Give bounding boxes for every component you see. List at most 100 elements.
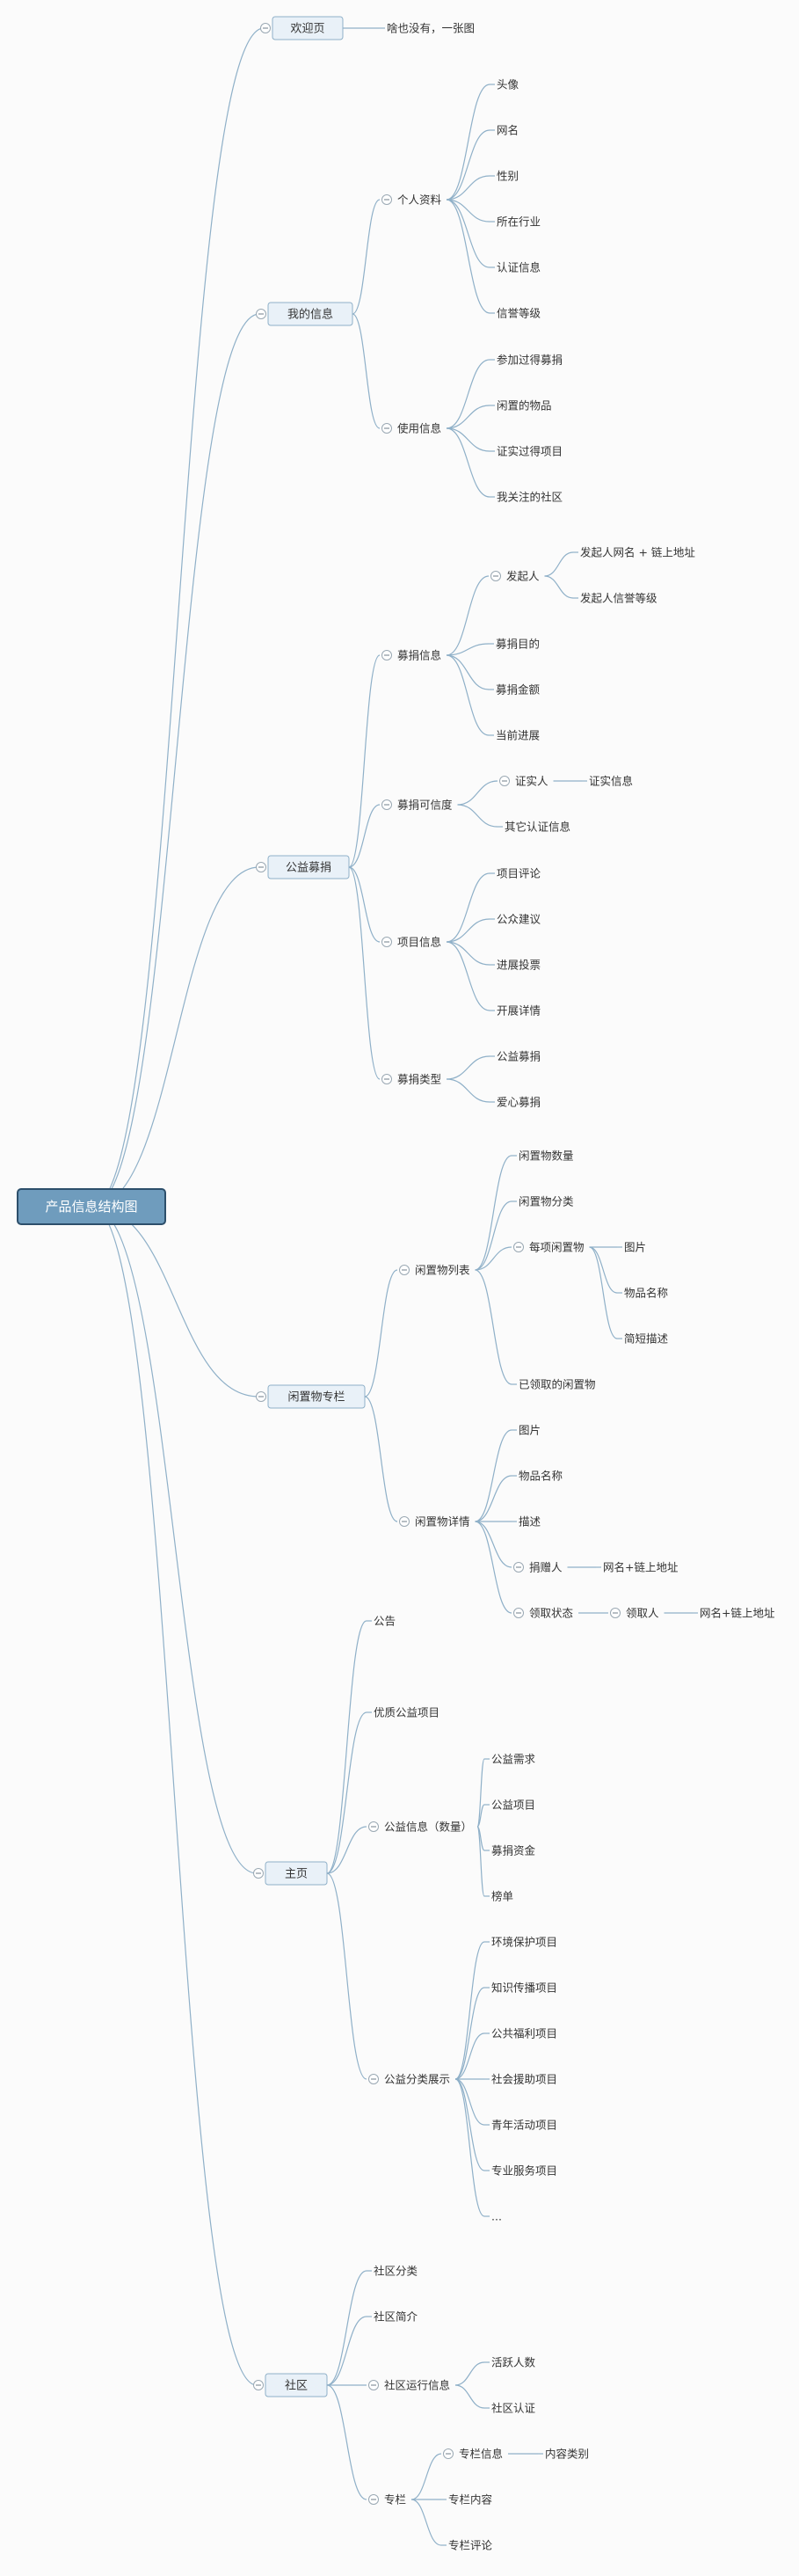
connector	[446, 918, 490, 943]
connector	[454, 2078, 485, 2126]
connector	[476, 1826, 485, 1897]
collapse-toggle[interactable]	[368, 2380, 379, 2390]
collapse-toggle[interactable]	[399, 1516, 410, 1527]
collapse-toggle[interactable]	[490, 571, 501, 581]
topic-1-0-4: 认证信息	[497, 261, 541, 274]
branch-node-1[interactable]: 我的信息	[267, 302, 353, 326]
topic-1-0-0: 头像	[497, 78, 519, 91]
connector	[326, 1872, 367, 2080]
topic-5-3: 专栏	[384, 2493, 406, 2507]
connector	[326, 2270, 367, 2386]
topic-3-1-2: 描述	[519, 1515, 541, 1529]
connector	[364, 1269, 398, 1397]
topic-4-3-6: ...	[491, 2210, 502, 2223]
connector	[454, 2078, 485, 2217]
branch-node-2[interactable]: 公益募捐	[267, 855, 350, 879]
collapse-toggle[interactable]	[443, 2448, 454, 2459]
branch-node-3[interactable]: 闲置物专栏	[267, 1384, 366, 1409]
connector	[476, 1804, 485, 1828]
topic-5-3-1: 专栏内容	[448, 2493, 492, 2507]
connector	[446, 941, 490, 1011]
topic-5-2-1: 社区认证	[491, 2402, 536, 2415]
connector	[454, 2384, 485, 2409]
topic-5-1: 社区简介	[374, 2310, 418, 2324]
collapse-toggle[interactable]	[399, 1265, 410, 1275]
connector	[326, 1711, 367, 1874]
collapse-toggle[interactable]	[381, 423, 392, 434]
connector	[446, 427, 490, 498]
connector	[475, 1521, 512, 1614]
topic-3-0-0: 闲置物数量	[519, 1149, 574, 1163]
collapse-toggle[interactable]	[260, 23, 271, 33]
collapse-toggle[interactable]	[381, 194, 392, 205]
branch-connector	[91, 866, 260, 1208]
node-layer: 产品信息结构图欢迎页啥也没有，一张图我的信息个人资料头像网名性别所在行业认证信息…	[17, 16, 775, 2552]
collapse-toggle[interactable]	[256, 1391, 266, 1402]
branch-label: 公益募捐	[286, 862, 331, 875]
collapse-toggle[interactable]	[381, 799, 392, 810]
connector	[454, 1941, 485, 2080]
collapse-toggle[interactable]	[381, 937, 392, 947]
topic-1-1-2: 证实过得项目	[497, 445, 563, 458]
topic-3-0-2: 每项闲置物	[529, 1241, 585, 1254]
branch-node-4[interactable]: 主页	[265, 1861, 328, 1886]
collapse-toggle[interactable]	[381, 1074, 392, 1084]
collapse-toggle[interactable]	[499, 776, 510, 786]
topic-3-1-4-0: 领取人	[626, 1607, 659, 1620]
collapse-toggle[interactable]	[253, 1868, 264, 1879]
connector	[446, 941, 490, 966]
root-node[interactable]: 产品信息结构图	[17, 1188, 166, 1225]
topic-2-3-0: 公益募捐	[497, 1050, 541, 1063]
connector	[348, 866, 381, 1080]
connector	[589, 1246, 618, 1339]
connector	[589, 1246, 618, 1294]
connector	[326, 1826, 367, 1874]
connector	[544, 551, 574, 577]
connector	[326, 2384, 367, 2500]
topic-2-2: 项目信息	[397, 936, 441, 949]
topic-2-0-0-1: 发起人信誉等级	[580, 592, 657, 605]
branch-node-0[interactable]: 欢迎页	[272, 16, 344, 40]
collapse-toggle[interactable]	[513, 1562, 524, 1573]
collapse-toggle[interactable]	[256, 309, 266, 319]
collapse-toggle[interactable]	[513, 1608, 524, 1618]
branch-connector	[91, 313, 260, 1208]
collapse-toggle[interactable]	[253, 2380, 264, 2390]
collapse-toggle[interactable]	[368, 1821, 379, 1832]
collapse-toggle[interactable]	[256, 862, 266, 872]
collapse-toggle[interactable]	[368, 2074, 379, 2084]
branch-label: 主页	[285, 1868, 308, 1881]
branch-connector	[91, 1206, 258, 2386]
connector	[446, 199, 490, 314]
topic-4-2-2: 募捐资金	[491, 1844, 536, 1857]
topic-3-0-2-0: 图片	[624, 1241, 646, 1254]
topic-2-0-0-0: 发起人网名 + 链上地址	[580, 546, 695, 559]
connector	[475, 1155, 512, 1271]
collapse-toggle[interactable]	[610, 1608, 621, 1618]
connector	[446, 575, 490, 656]
connector	[446, 1055, 490, 1080]
connector	[446, 129, 490, 201]
branch-connector	[91, 27, 265, 1208]
topic-4-3-5: 专业服务项目	[491, 2164, 557, 2178]
collapse-toggle[interactable]	[368, 2494, 379, 2505]
branch-node-5[interactable]: 社区	[265, 2373, 328, 2397]
connector	[326, 1620, 367, 1874]
topic-1-1-1: 闲置的物品	[497, 399, 552, 412]
connector	[446, 1078, 490, 1103]
topic-5-0: 社区分类	[374, 2265, 418, 2278]
connector	[446, 872, 490, 943]
topic-4-2-0: 公益需求	[491, 1753, 536, 1766]
connector	[454, 2032, 485, 2080]
collapse-toggle[interactable]	[381, 650, 392, 660]
topic-3-0-2-1: 物品名称	[624, 1287, 668, 1300]
topic-3-1-4-0-0: 网名+链上地址	[700, 1607, 775, 1620]
topic-3-1-1: 物品名称	[519, 1470, 563, 1483]
topic-5-2: 社区运行信息	[384, 2379, 450, 2392]
collapse-toggle[interactable]	[513, 1242, 524, 1252]
topic-2-0-3: 当前进展	[496, 729, 540, 742]
topic-3-1-3: 捐赠人	[529, 1561, 563, 1574]
topic-4-2: 公益信息（数量）	[384, 1821, 472, 1834]
